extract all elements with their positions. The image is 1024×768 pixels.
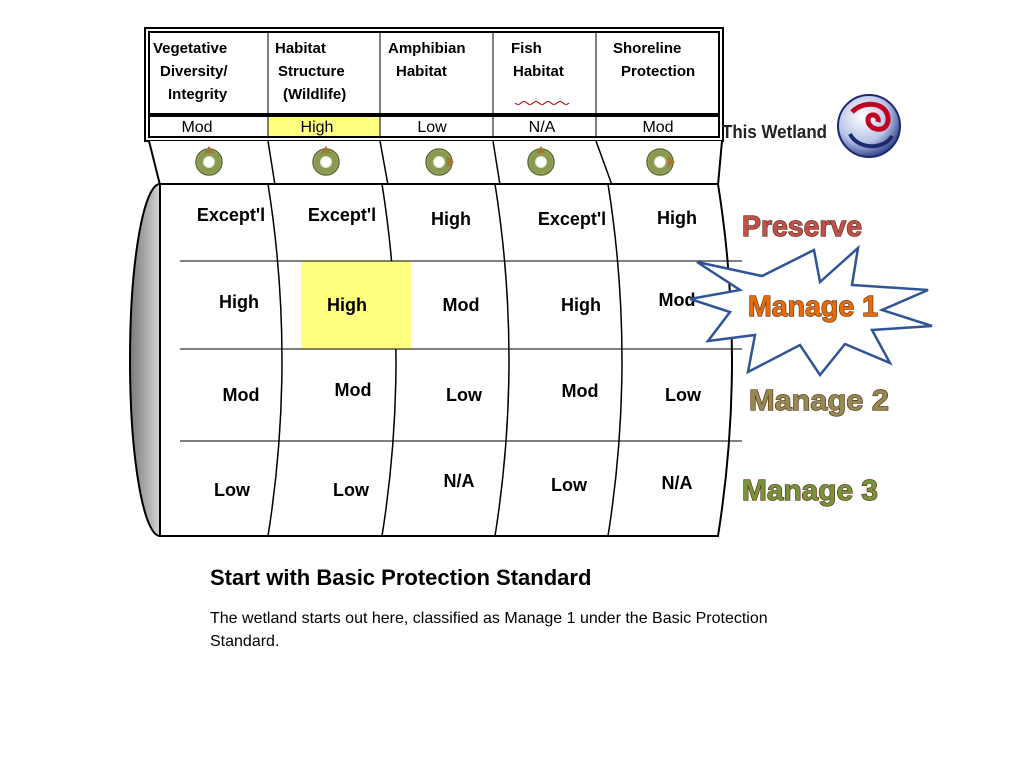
drum-cell-rating: High bbox=[657, 208, 697, 228]
current-rating: N/A bbox=[529, 119, 556, 136]
cycle-arrow-right-icon bbox=[646, 148, 675, 176]
column-header-text: Habitat bbox=[396, 63, 447, 80]
drum-cell-rating: Low bbox=[665, 385, 702, 405]
column-header-text: Amphibian bbox=[388, 40, 466, 57]
spellcheck-underline bbox=[514, 101, 570, 105]
cycle-arrow-up-icon bbox=[195, 146, 223, 176]
caption-body: The wetland starts out here, classified … bbox=[210, 610, 768, 650]
drum-cell-rating: Except'l bbox=[197, 205, 265, 225]
caption-title: Start with Basic Protection Standard bbox=[210, 565, 592, 590]
category-label: Preserve bbox=[742, 211, 862, 243]
column-header-text: Shoreline bbox=[613, 40, 681, 57]
drum-cell-rating: N/A bbox=[444, 471, 475, 491]
drum-cell-rating: Mod bbox=[335, 380, 372, 400]
drum-cell-rating: N/A bbox=[662, 473, 693, 493]
drum-cell-rating: Low bbox=[333, 480, 370, 500]
drum-cell-highlight bbox=[301, 261, 411, 349]
current-rating: Mod bbox=[642, 119, 673, 136]
starburst-highlight bbox=[689, 244, 933, 378]
category-label: Manage 3 bbox=[742, 475, 878, 507]
drum-cell-rating: Low bbox=[551, 475, 588, 495]
column-header-text: Integrity bbox=[168, 86, 228, 103]
drum-cell-rating: Mod bbox=[659, 290, 696, 310]
connector-band bbox=[148, 140, 723, 186]
cycle-arrow-up-icon bbox=[312, 146, 340, 176]
current-rating: High bbox=[301, 119, 334, 136]
cycle-arrow-right-icon bbox=[425, 148, 454, 176]
column-header-text: Habitat bbox=[275, 40, 326, 57]
drum-cell-rating: High bbox=[431, 209, 471, 229]
column-header-text: Protection bbox=[621, 63, 695, 80]
category-label: Manage 1 bbox=[748, 291, 878, 323]
column-header-text: Diversity/ bbox=[160, 63, 228, 80]
drum-cell-rating: High bbox=[219, 292, 259, 312]
column-header-text: (Wildlife) bbox=[283, 86, 346, 103]
drum-cell-rating: Low bbox=[446, 385, 483, 405]
this-wetland-label: This Wetland bbox=[722, 122, 827, 142]
current-rating: Low bbox=[417, 119, 447, 136]
current-rating: Mod bbox=[181, 119, 212, 136]
drum-cell-rating: Mod bbox=[443, 295, 480, 315]
drum-cell-rating: Except'l bbox=[538, 209, 606, 229]
drum-cell-rating: Mod bbox=[223, 385, 260, 405]
drum-cell-rating: Low bbox=[214, 480, 251, 500]
column-header-text: Fish bbox=[511, 40, 542, 57]
column-header-text: Habitat bbox=[513, 63, 564, 80]
function-header-table: VegetativeDiversity/IntegrityHabitatStru… bbox=[144, 27, 724, 142]
drum-cell-rating: Except'l bbox=[308, 205, 376, 225]
column-header-text: Structure bbox=[278, 63, 345, 80]
cycle-arrow-up-icon bbox=[527, 146, 555, 176]
column-header-text: Vegetative bbox=[153, 40, 227, 57]
drum-cell-rating: High bbox=[561, 295, 601, 315]
category-label: Manage 2 bbox=[749, 385, 889, 417]
drum-cell-rating: Mod bbox=[562, 381, 599, 401]
drum-cell-rating: High bbox=[327, 295, 367, 315]
agency-logo-icon bbox=[837, 94, 901, 158]
rating-highlight bbox=[268, 117, 380, 136]
